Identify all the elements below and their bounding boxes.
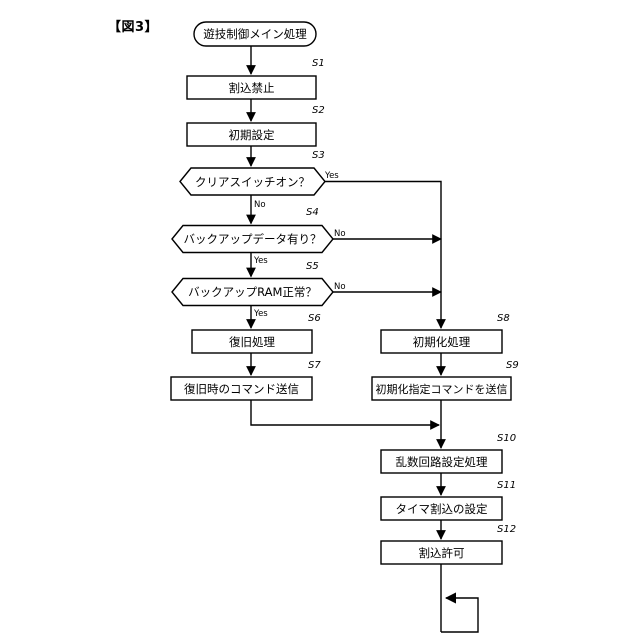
node-s2-shape xyxy=(186,122,317,147)
step-label-s8: S8 xyxy=(497,313,510,324)
figure-number-label: 【図3】 xyxy=(108,20,159,35)
step-label-s10: S10 xyxy=(497,433,517,444)
node-s7-shape xyxy=(170,376,313,401)
step-label-s2: S2 xyxy=(312,105,325,116)
node-s12-shape xyxy=(380,540,503,565)
node-s5-shape xyxy=(171,277,334,307)
node-s11-shape xyxy=(380,496,503,521)
branch-label-s5-yes: Yes xyxy=(254,309,268,319)
step-label-s7: S7 xyxy=(308,360,321,371)
node-s6-shape xyxy=(191,329,313,354)
node-s4-shape xyxy=(171,224,334,254)
step-label-s12: S12 xyxy=(497,524,517,535)
node-s10-shape xyxy=(380,449,503,474)
branch-label-s4-no: No xyxy=(334,229,346,239)
branch-label-s4-yes: Yes xyxy=(254,256,268,266)
step-label-s11: S11 xyxy=(497,480,517,491)
step-label-s6: S6 xyxy=(308,313,321,324)
edge-loop-back xyxy=(441,592,479,633)
branch-label-s5-no: No xyxy=(334,282,346,292)
node-s8-shape xyxy=(380,329,503,354)
step-label-s4: S4 xyxy=(306,207,319,218)
step-label-s3: S3 xyxy=(312,150,325,161)
node-start-shape xyxy=(193,21,317,47)
step-label-s9: S9 xyxy=(506,360,519,371)
step-label-s1: S1 xyxy=(312,58,325,69)
node-s1-shape xyxy=(186,75,317,100)
branch-label-s3-yes: Yes xyxy=(325,171,339,181)
node-s3-shape xyxy=(179,167,326,196)
branch-label-s3-no: No xyxy=(254,200,266,210)
step-label-s5: S5 xyxy=(306,261,319,272)
node-s9-shape xyxy=(371,376,512,401)
edge-s7-merge xyxy=(250,400,440,430)
edge-s3-yes-trunk xyxy=(325,180,446,329)
